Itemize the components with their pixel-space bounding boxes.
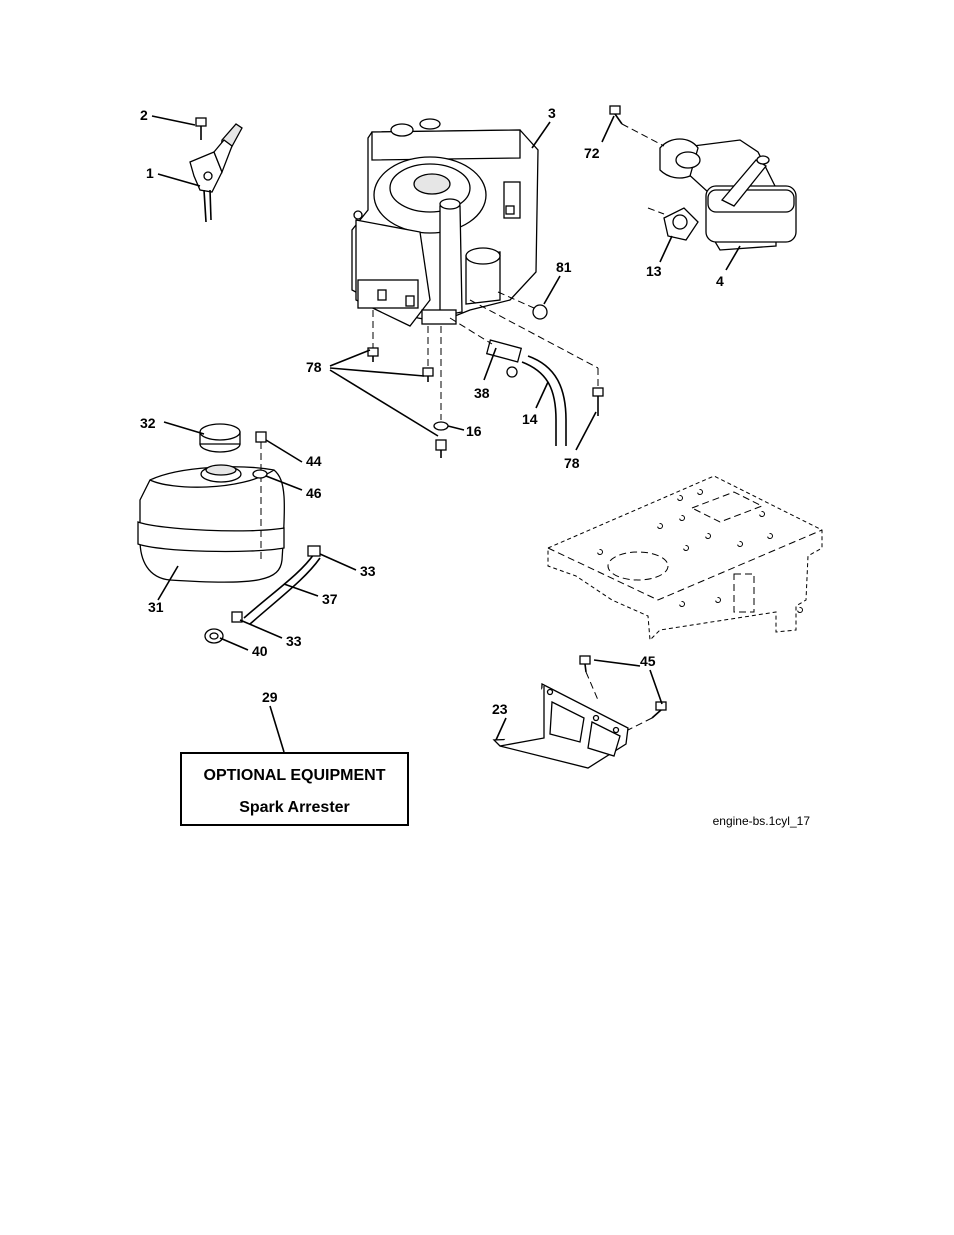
fuel-cap-32-part	[200, 424, 240, 452]
callout-46: 46	[306, 485, 322, 501]
callout-40: 40	[252, 643, 268, 659]
callout-4: 4	[716, 273, 724, 289]
callout-78-bolt: 78	[564, 455, 580, 471]
engine-part	[352, 119, 538, 326]
fuel-hose-part	[522, 356, 566, 446]
fuel-tank-part	[138, 465, 284, 582]
callout-23: 23	[492, 701, 508, 717]
callout-29: 29	[262, 689, 278, 705]
callout-78-engine: 78	[306, 359, 322, 375]
callout-33-lower: 33	[286, 633, 302, 649]
callout-72: 72	[584, 145, 600, 161]
engine-bolts-part	[368, 310, 448, 458]
clamp-33-upper-part	[308, 546, 320, 556]
washer-46-part	[253, 470, 267, 478]
optional-equipment-title: OPTIONAL EQUIPMENT	[204, 767, 386, 784]
callout-16: 16	[466, 423, 482, 439]
callout-31: 31	[148, 599, 164, 615]
callout-3: 3	[548, 105, 556, 121]
gasket-13-part	[648, 208, 698, 240]
callout-38: 38	[474, 385, 490, 401]
throttle-control-part	[190, 124, 242, 222]
callout-32: 32	[140, 415, 156, 431]
callout-44: 44	[306, 453, 322, 469]
chassis-frame-part	[548, 476, 822, 640]
callout-13: 13	[646, 263, 662, 279]
optional-equipment-box: OPTIONAL EQUIPMENT Spark Arrester	[181, 753, 408, 825]
callout-14: 14	[522, 411, 538, 427]
optional-equipment-item: Spark Arrester	[239, 799, 350, 816]
grommet-40-part	[205, 629, 223, 643]
callout-1: 1	[146, 165, 154, 181]
callout-37: 37	[322, 591, 338, 607]
drawing-reference: engine-bs.1cyl_17	[713, 814, 811, 828]
fuel-filter-part	[450, 318, 521, 377]
callout-45: 45	[640, 653, 656, 669]
callout-81: 81	[556, 259, 572, 275]
screw-2-part	[196, 118, 206, 140]
heat-shield-part	[494, 684, 628, 768]
callout-33-upper: 33	[360, 563, 376, 579]
bolt-72-part	[610, 106, 664, 146]
callout-2: 2	[140, 107, 148, 123]
